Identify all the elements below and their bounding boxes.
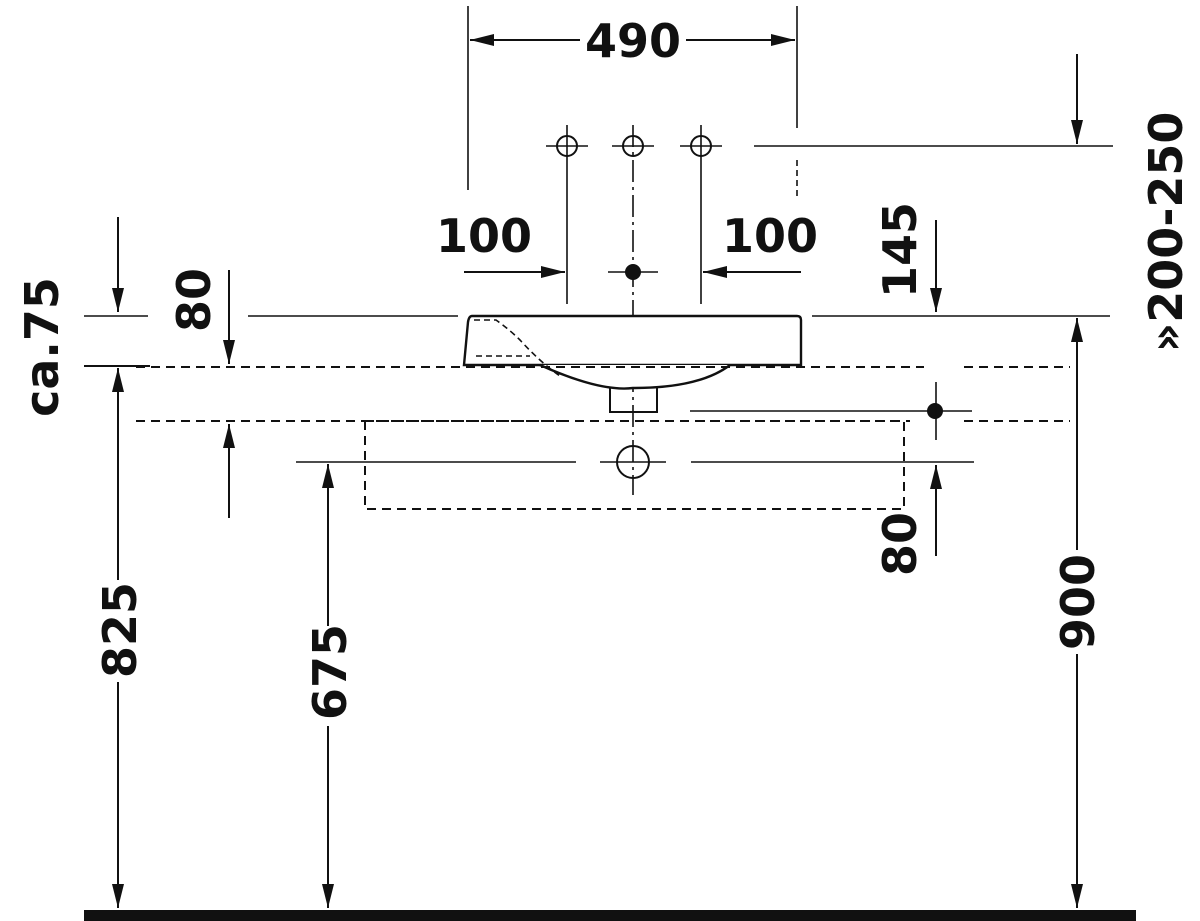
tap-hole-right <box>680 125 722 304</box>
tap-hole-left <box>546 125 588 304</box>
center-marker-dot <box>625 264 641 280</box>
dimension-label-rim-height: ca.75 <box>15 277 69 417</box>
dimension-label-width: 490 <box>585 14 681 68</box>
cabinet-outline <box>364 420 905 510</box>
floor-line <box>84 910 1136 921</box>
dimension-label-wall-distance: »200-250 <box>1139 112 1193 353</box>
waste-outlet <box>600 445 666 479</box>
dimension-label-tap-height: 145 <box>873 202 927 298</box>
overflow-marker-dot <box>927 403 943 419</box>
dimension-label-left-offset: 100 <box>436 209 532 263</box>
dimension-label-upper-thickness: 80 <box>167 268 221 332</box>
dimension-label-lower-thickness: 80 <box>873 512 927 576</box>
wall-distance-prefix: » <box>1139 323 1193 353</box>
dimension-label-counter-height: 825 <box>93 582 147 678</box>
dimension-label-waste-height: 675 <box>303 624 357 720</box>
basin-profile <box>462 314 803 413</box>
dimension-label-right-offset: 100 <box>722 209 818 263</box>
wall-distance-value: 200-250 <box>1139 112 1193 323</box>
dimension-label-rim-floor-height: 900 <box>1051 554 1105 650</box>
